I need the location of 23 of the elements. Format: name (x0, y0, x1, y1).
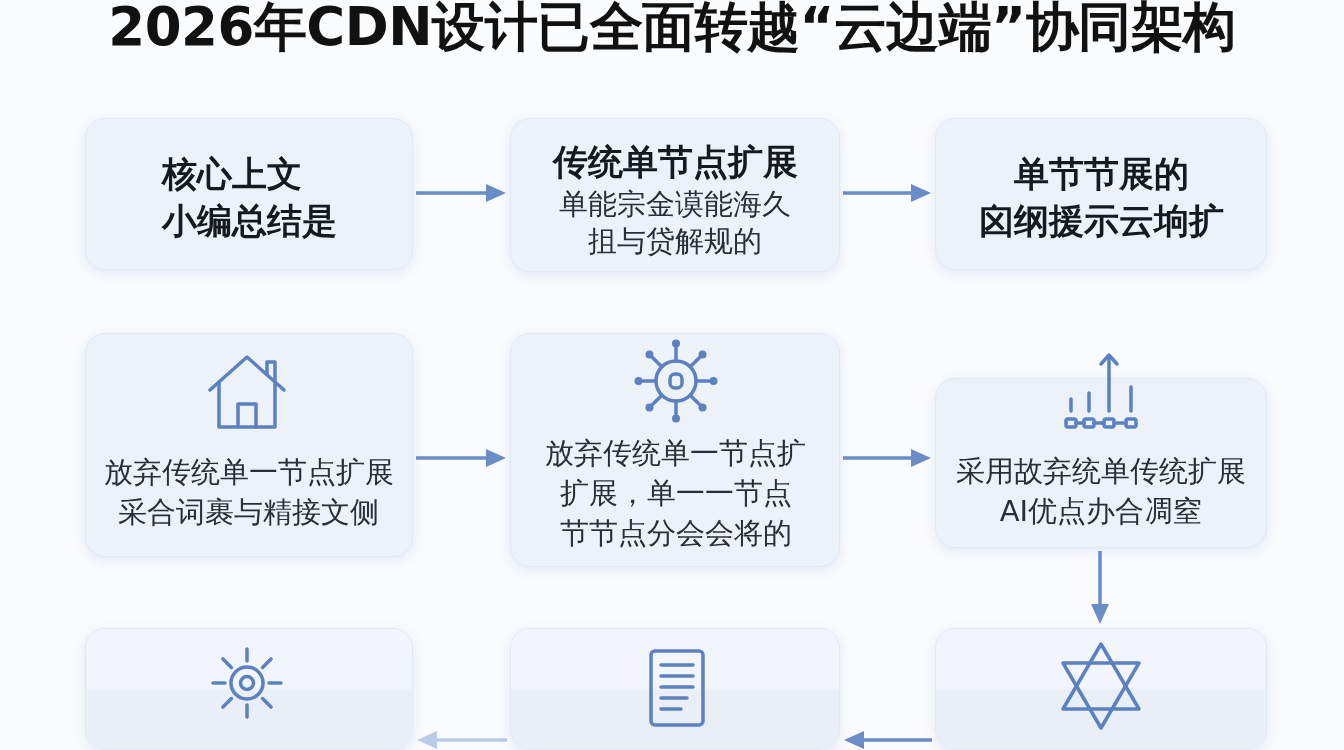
box-text: 单能宗金谟能海久抯与贷解规的 (558, 186, 792, 260)
box-text: 采用故弃统单传统扩展AI优点办合凋窒 (955, 453, 1247, 530)
arrow (1091, 551, 1109, 624)
process-box (935, 118, 1267, 270)
process-box (510, 118, 840, 272)
box-text: 放弃传统单一节点扩扩展，单一一节点节节点分会会将的 (543, 435, 807, 552)
arrow (843, 449, 931, 467)
arrow (416, 184, 506, 202)
arrow (417, 731, 507, 749)
process-box (85, 333, 413, 557)
box-title: 单节节展的囟纲援示云垧扩 (977, 153, 1225, 243)
title: 2026年CDN设计已全面转越“云边端”协同架构 (108, 0, 1236, 54)
arrow (844, 731, 932, 749)
arrow (416, 449, 506, 467)
process-box (935, 628, 1267, 750)
box-text: 放弃传统单一节点扩展采合词裹与精接文侧 (103, 454, 395, 531)
process-box (510, 628, 840, 750)
process-box (510, 333, 840, 567)
arrow (843, 184, 931, 202)
process-box (85, 118, 413, 270)
process-box (85, 628, 413, 750)
box-title: 传统单节点扩展 (551, 141, 799, 184)
box-title: 核心上文小编总结是 (160, 153, 338, 243)
